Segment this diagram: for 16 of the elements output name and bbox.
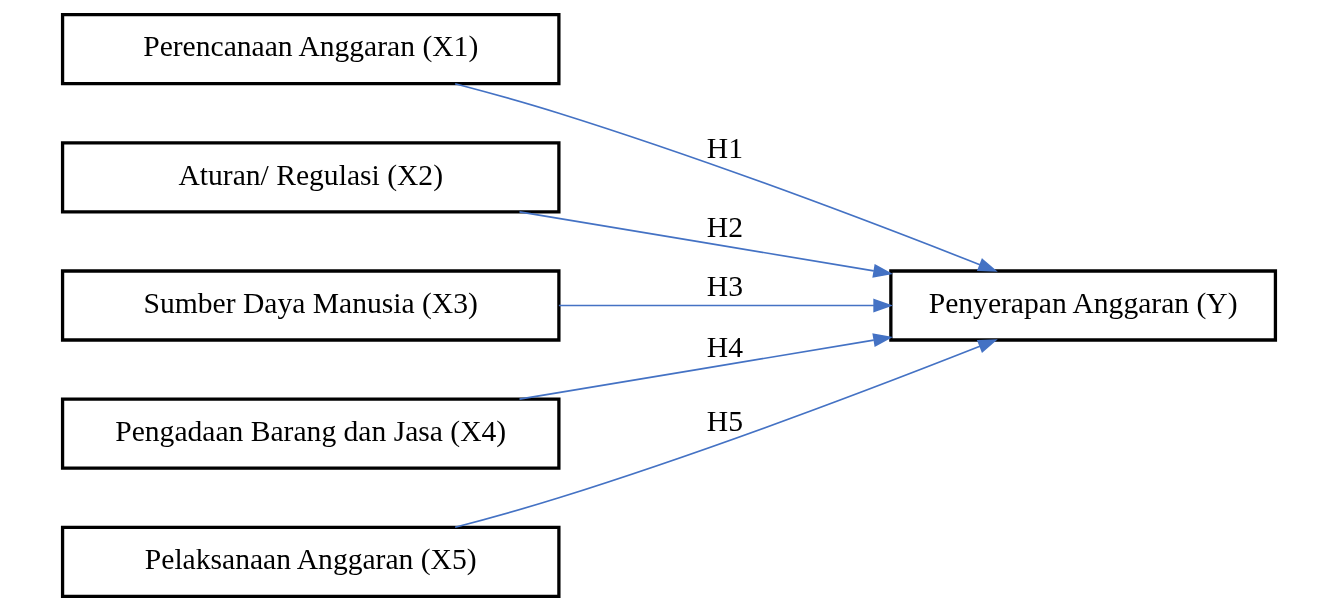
- edge-label: H3: [706, 270, 743, 303]
- node-box: Pelaksanaan Anggaran (X5): [60, 525, 561, 599]
- edge-label: H1: [706, 132, 743, 165]
- edge-label: H2: [706, 211, 743, 244]
- edge-label: H4: [706, 331, 743, 364]
- arrow: [454, 339, 998, 529]
- arrow: [558, 298, 894, 313]
- arrow: [518, 333, 893, 400]
- node-box: Perencanaan Anggaran (X1): [60, 12, 561, 86]
- arrow: [454, 82, 998, 272]
- node-box: Pengadaan Barang dan Jasa (X4): [60, 397, 561, 470]
- node-box: Penyerapan Anggaran (Y): [889, 269, 1278, 342]
- node-box: Sumber Daya Manusia (X3): [60, 269, 561, 342]
- arrow: [518, 211, 893, 278]
- edge-label: H5: [706, 405, 743, 438]
- node-box: Aturan/ Regulasi (X2): [60, 141, 561, 214]
